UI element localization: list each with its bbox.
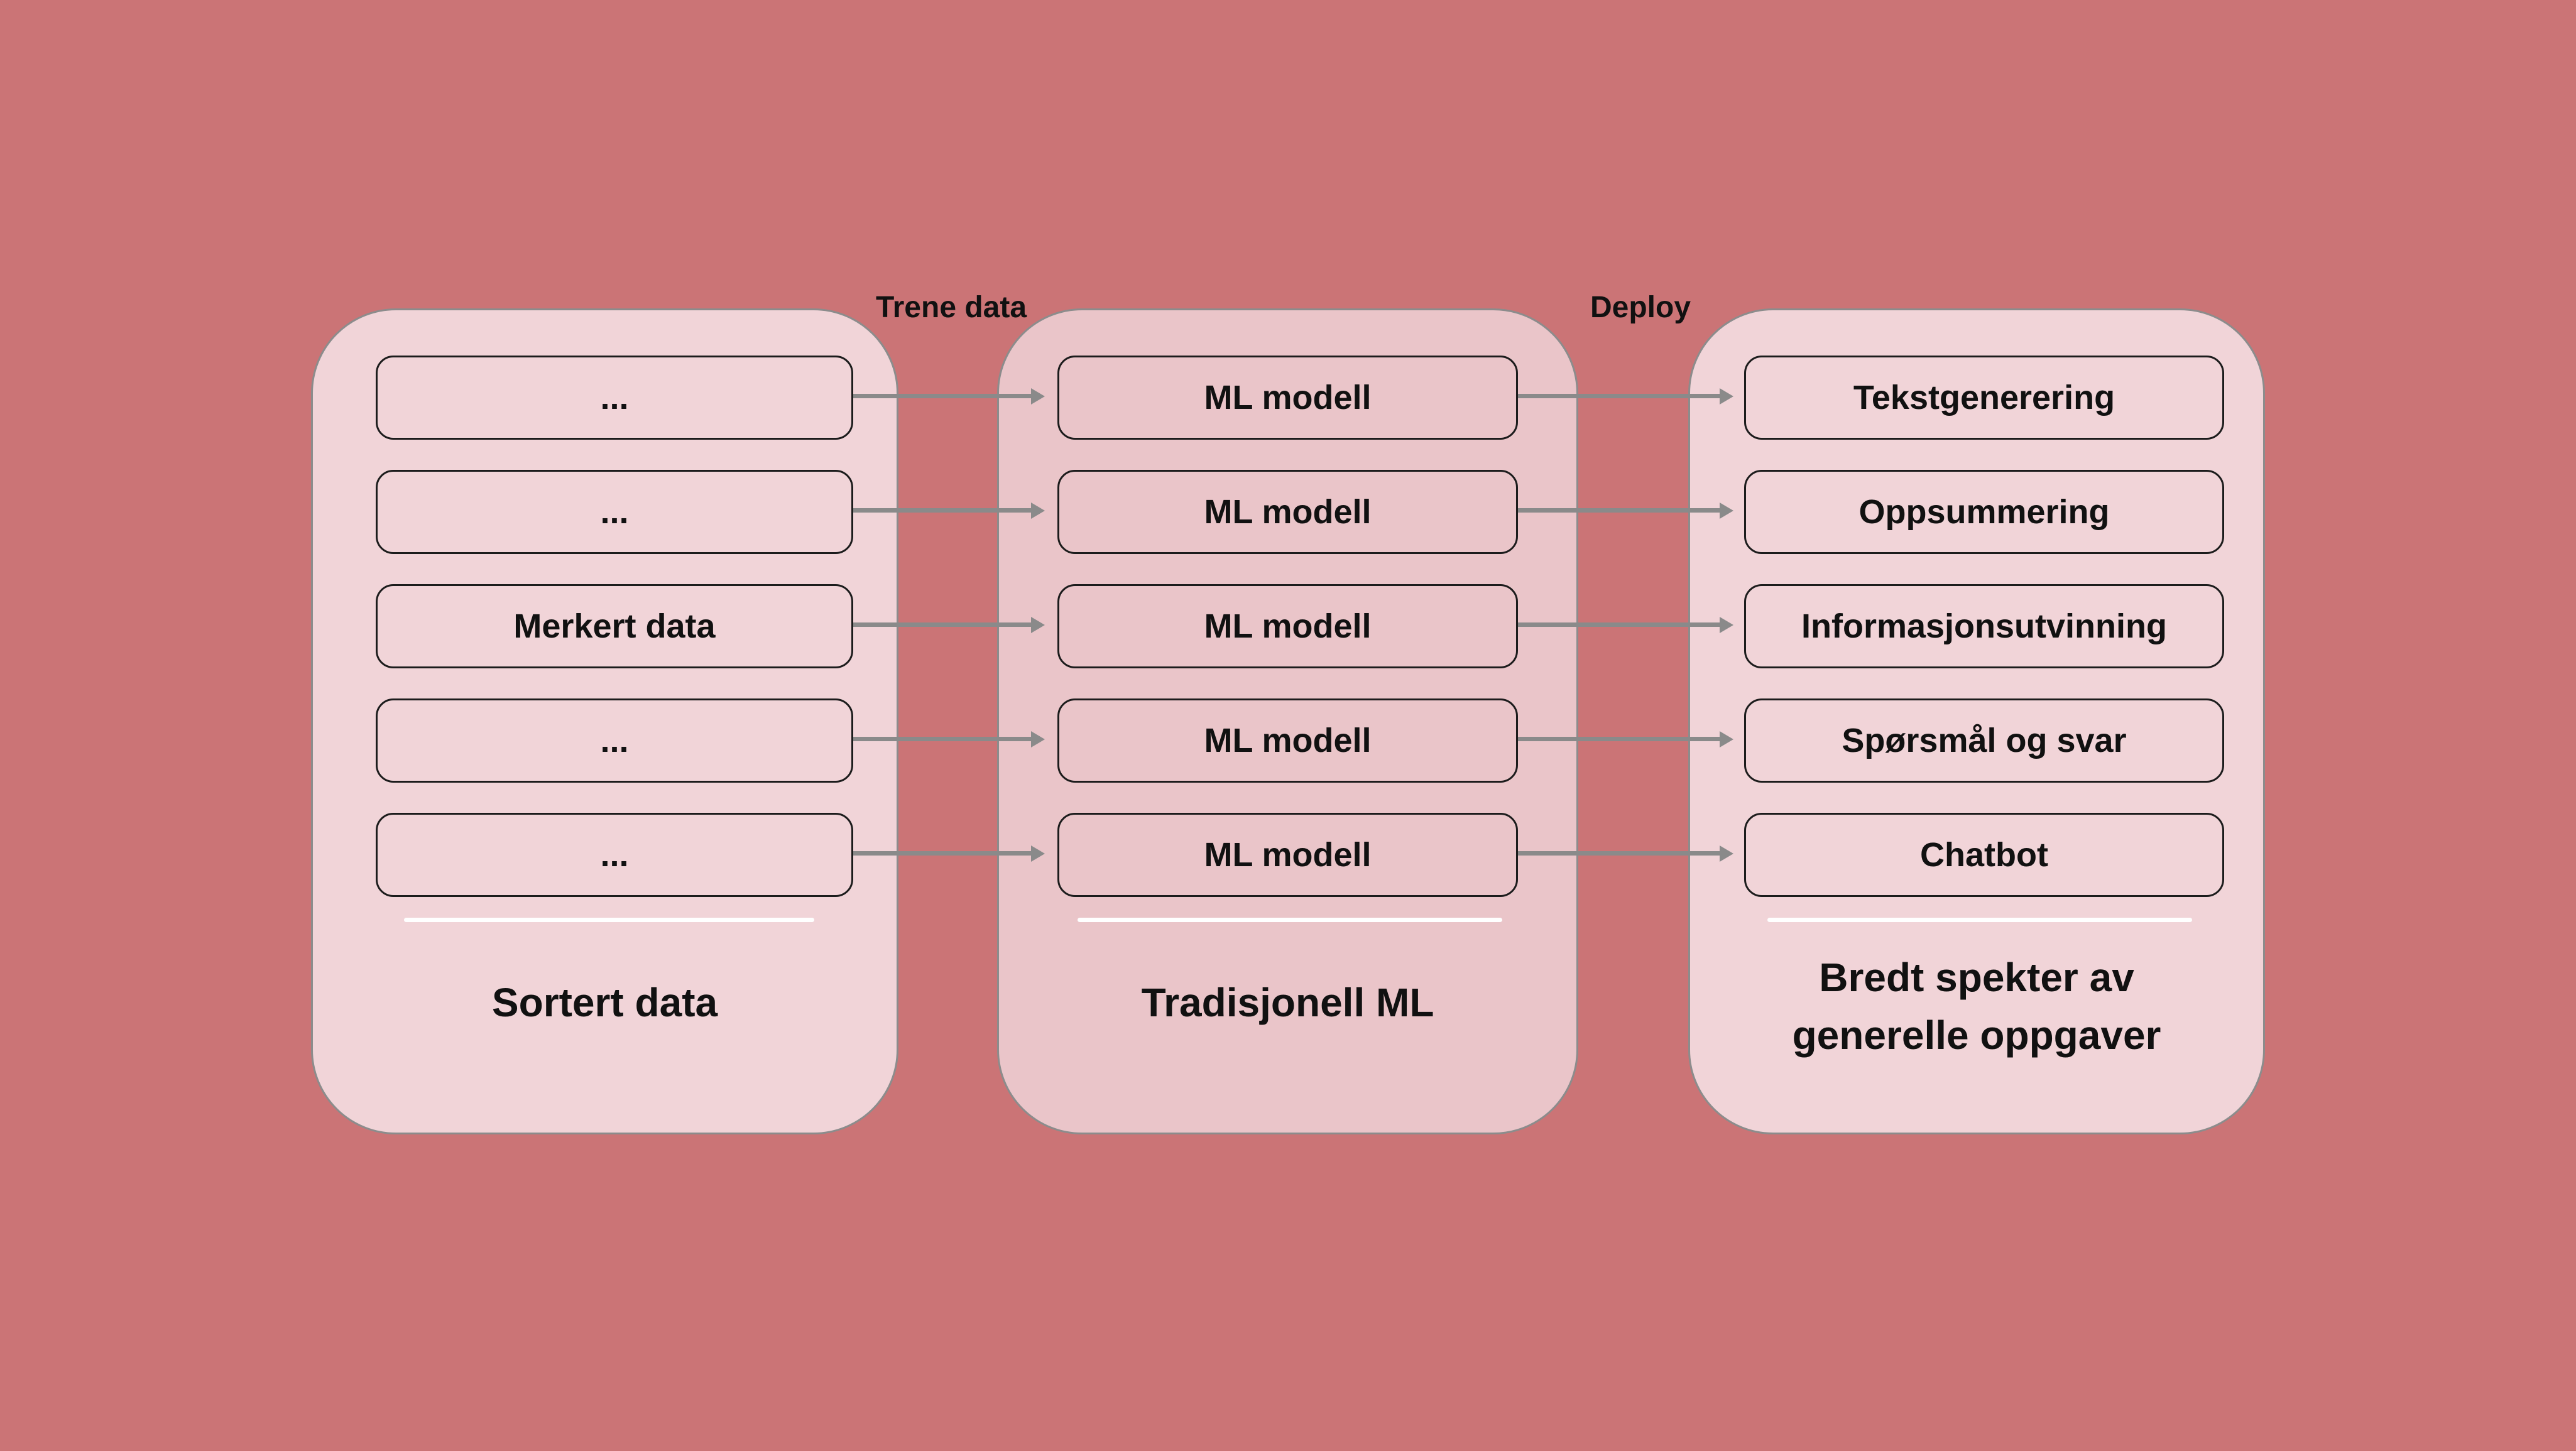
task-box-oppsummering: Oppsummering (1744, 470, 2224, 554)
flow-label-deploy: Deploy (1590, 291, 1691, 324)
arrow-train-5 (853, 851, 1032, 856)
separator-line (404, 918, 814, 922)
separator-line (1078, 918, 1502, 922)
panel-title-tradisjonell-ml: Tradisjonell ML (1141, 980, 1434, 1025)
task-box-sporsmal-og-svar: Spørsmål og svar (1744, 698, 2224, 783)
panel-tradisjonell-ml: ML modell ML modell ML modell ML modell … (997, 308, 1578, 1134)
input-data-box: ... (376, 698, 853, 783)
panel-generelle-oppgaver: Tekstgenerering Oppsummering Informasjon… (1688, 308, 2265, 1134)
separator-line (1767, 918, 2192, 922)
arrow-train-1 (853, 394, 1032, 398)
panel-title-generelle-oppgaver: Bredt spekter av generelle oppgaver (1690, 948, 2263, 1064)
flow-label-trene-data: Trene data (875, 291, 1027, 324)
panel-title-sortert-data: Sortert data (491, 980, 718, 1025)
arrow-deploy-4 (1518, 737, 1720, 741)
arrow-deploy-2 (1518, 508, 1720, 513)
arrow-train-3 (853, 622, 1032, 627)
arrow-deploy-1 (1518, 394, 1720, 398)
input-data-box: ... (376, 470, 853, 554)
ml-model-box: ML modell (1057, 356, 1518, 440)
input-data-box: ... (376, 356, 853, 440)
merkert-data-box: Merkert data (376, 584, 853, 668)
arrow-deploy-3 (1518, 622, 1720, 627)
ml-model-box: ML modell (1057, 698, 1518, 783)
ml-model-box: ML modell (1057, 584, 1518, 668)
input-data-box: ... (376, 813, 853, 897)
ml-model-box: ML modell (1057, 813, 1518, 897)
panel-sortert-data: ... ... Merkert data ... ... Sortert dat… (311, 308, 898, 1134)
task-box-tekstgenerering: Tekstgenerering (1744, 356, 2224, 440)
arrow-train-2 (853, 508, 1032, 513)
ml-model-box: ML modell (1057, 470, 1518, 554)
arrow-deploy-5 (1518, 851, 1720, 856)
panel-title-line-2: generelle oppgaver (1792, 1013, 2161, 1058)
task-box-chatbot: Chatbot (1744, 813, 2224, 897)
panel-title-line-1: Bredt spekter av (1819, 955, 2134, 1000)
task-box-informasjonsutvinning: Informasjonsutvinning (1744, 584, 2224, 668)
arrow-train-4 (853, 737, 1032, 741)
